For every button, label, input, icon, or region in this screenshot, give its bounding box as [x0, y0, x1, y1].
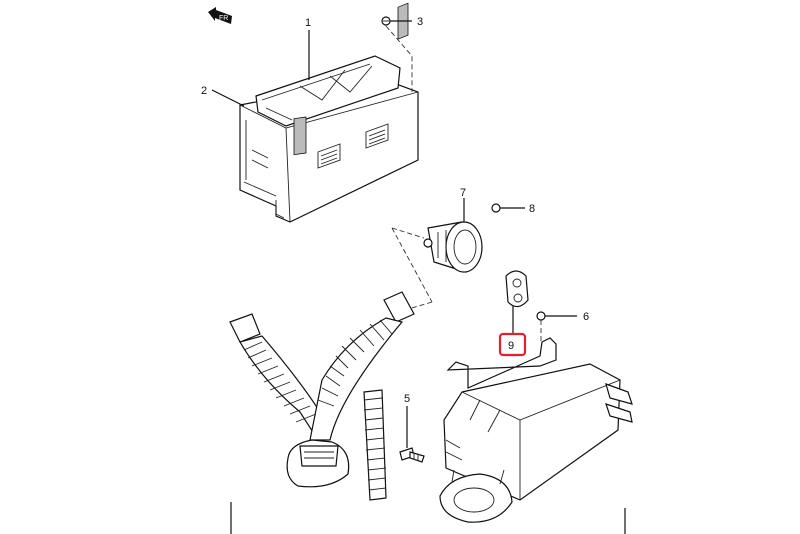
front-direction-arrow: FR	[208, 7, 232, 24]
part-3-screw	[381, 16, 391, 26]
callout-1: 1	[305, 17, 311, 29]
part-flexible-duct-hose	[229, 291, 415, 488]
front-arrow-label: FR	[219, 15, 228, 22]
callout-9: 8	[529, 203, 535, 215]
callout-7: 7	[460, 187, 466, 199]
callout-6: 5	[404, 393, 410, 405]
part-lower-unit	[439, 337, 633, 523]
part-upper-duct-assembly	[239, 2, 419, 223]
callout-2: 2	[201, 85, 207, 97]
part-5-nut	[536, 311, 546, 321]
callout-3: 3	[417, 16, 423, 28]
callout-5: 6	[583, 311, 589, 323]
part-7-round-vent	[423, 221, 483, 273]
callout-8-highlight[interactable]: 9	[498, 332, 527, 357]
part-8-bracket	[505, 270, 529, 308]
part-straight-hose	[363, 389, 387, 501]
part-9-nut	[491, 203, 501, 213]
callout-8: 9	[508, 340, 514, 352]
part-6-screw	[399, 447, 425, 463]
